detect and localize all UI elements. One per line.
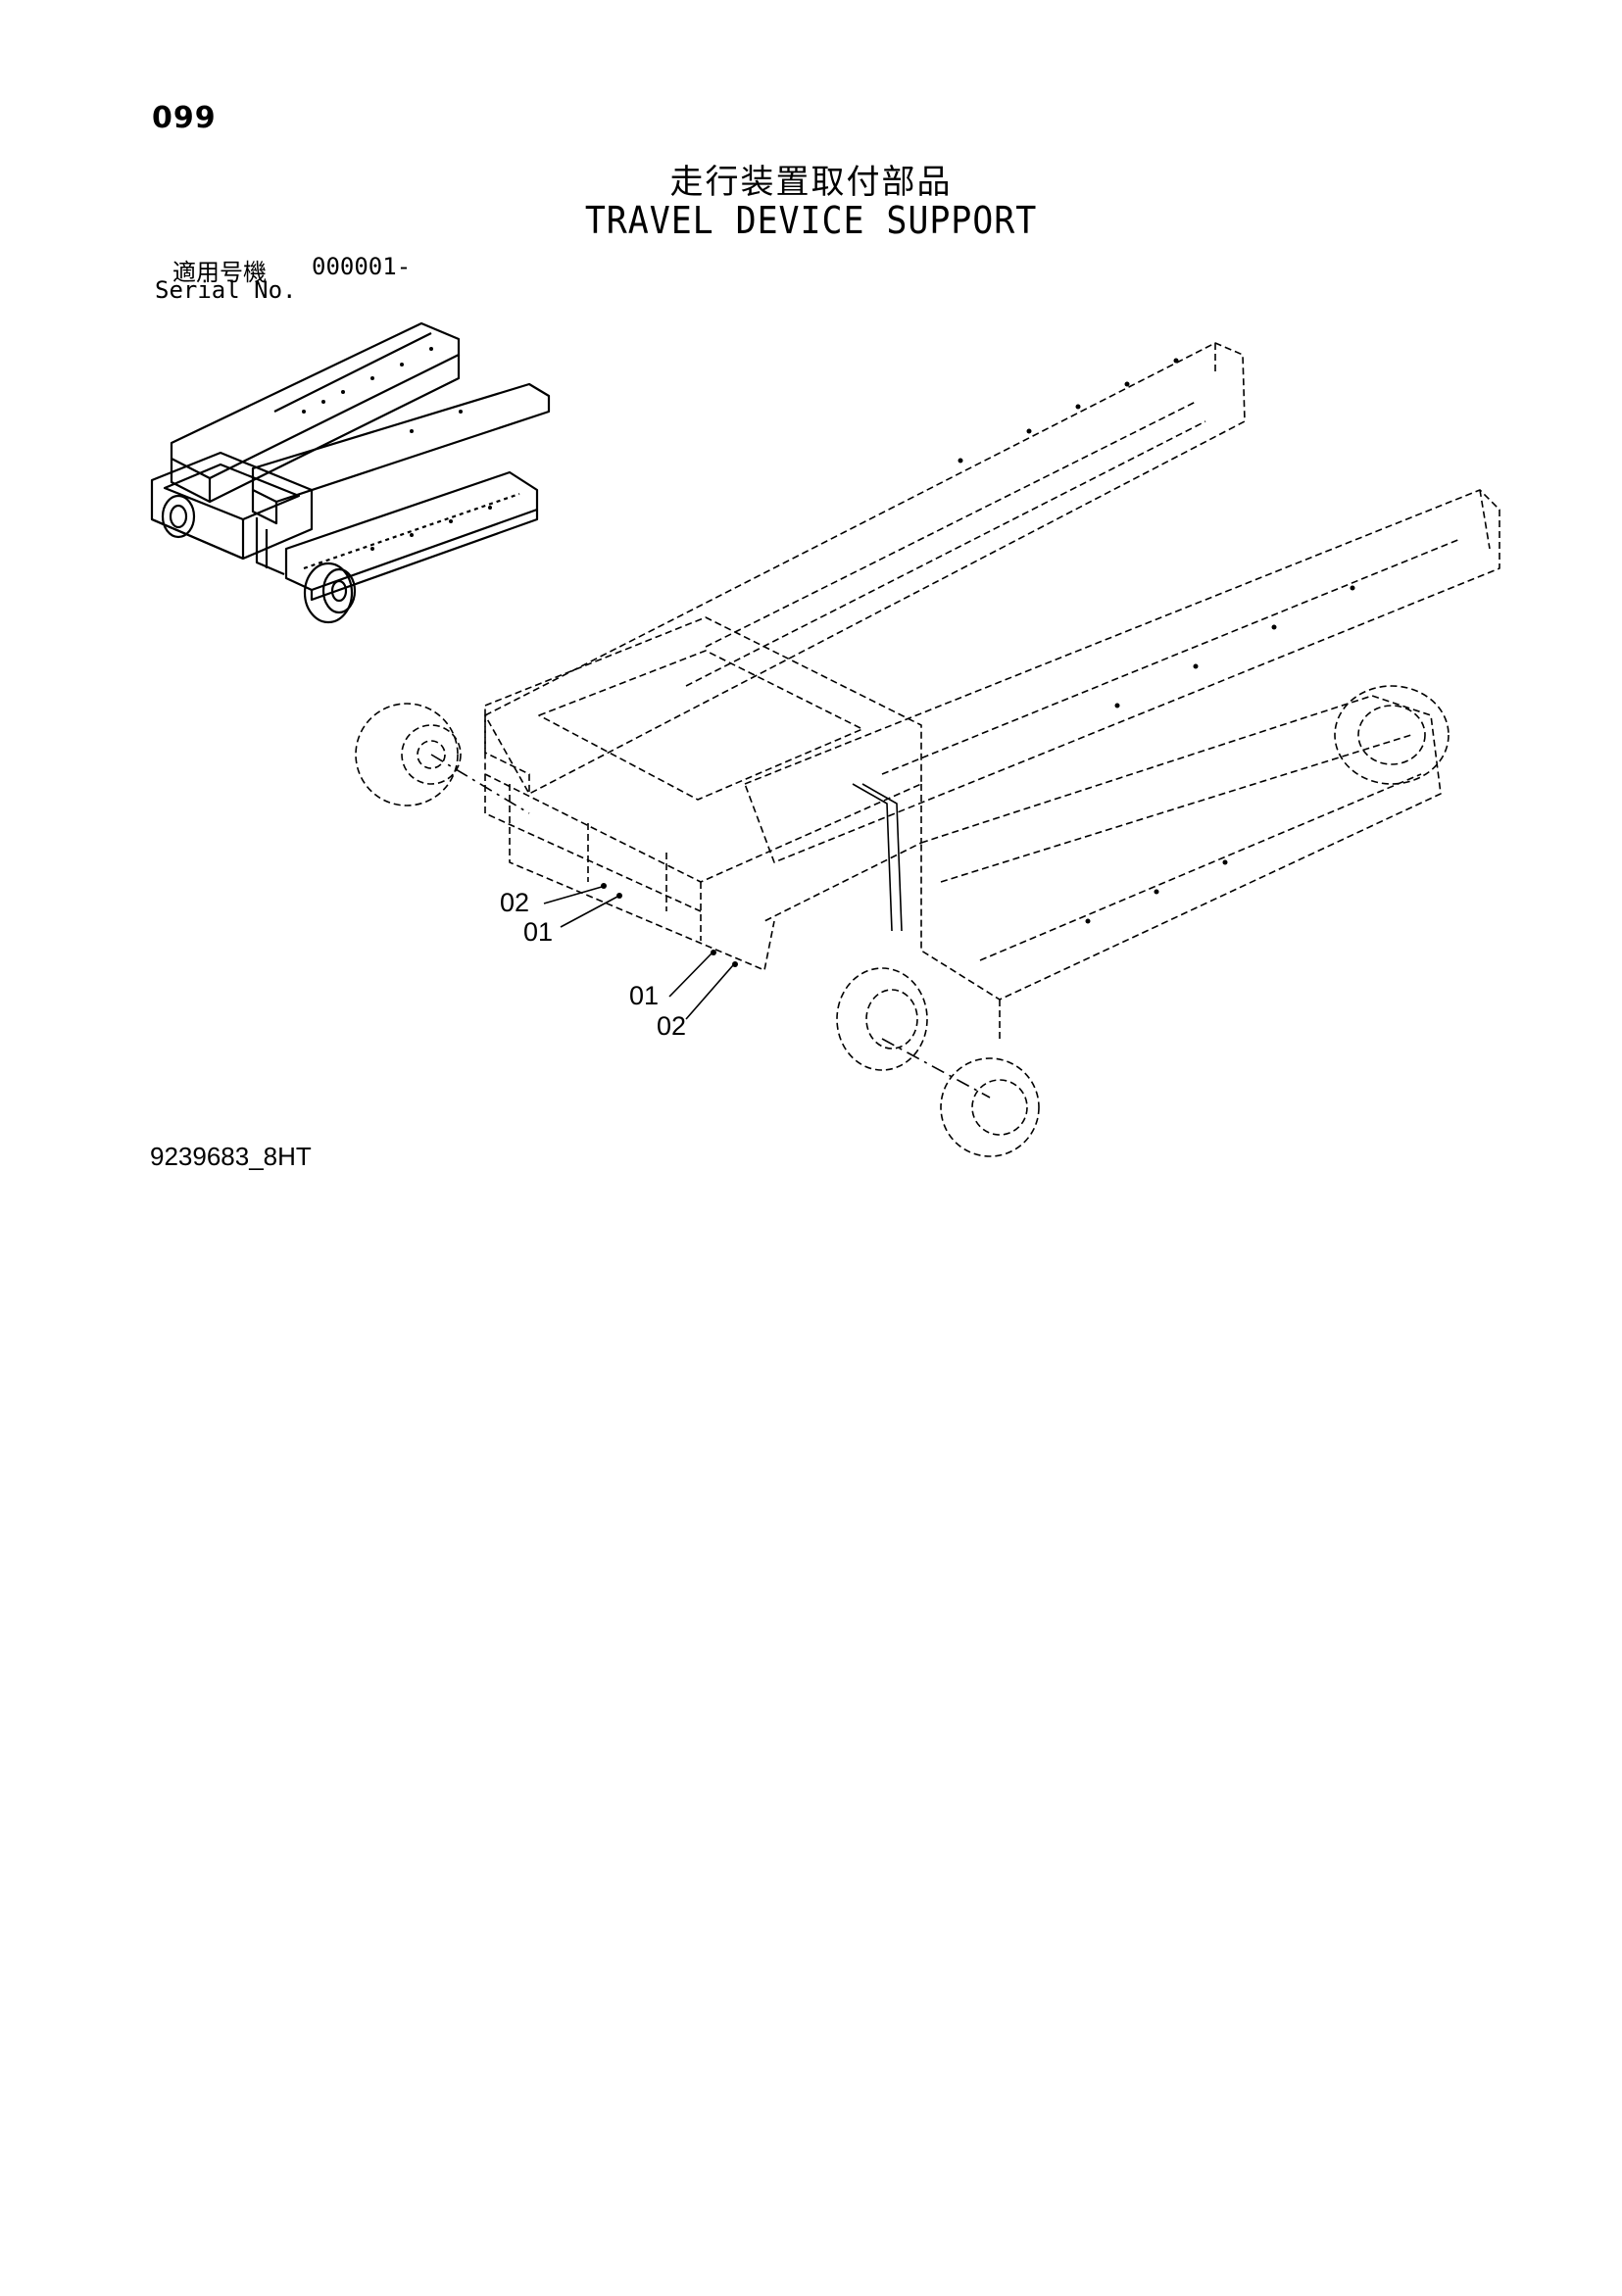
callout-leaders (543, 886, 734, 1020)
main-exploded-view (355, 342, 1500, 1157)
callout-right-01: 01 (629, 981, 659, 1010)
title-english: TRAVEL DEVICE SUPPORT (584, 199, 1038, 242)
page-number: 099 (152, 101, 217, 135)
title-japanese: 走行装置取付部品 (669, 163, 953, 202)
parts-diagram: 02 01 01 02 (150, 321, 1500, 1157)
serial-label-english: Serial No. (155, 276, 297, 304)
callout-left-02: 02 (500, 888, 529, 917)
serial-label-japanese: 適用号機 (172, 259, 267, 286)
serial-range: 000001- (312, 253, 412, 280)
bolt-markers (601, 883, 738, 967)
callout-left-01: 01 (523, 917, 553, 947)
callout-right-02: 02 (657, 1011, 686, 1041)
thumbnail-overview (150, 321, 551, 624)
drawing-number: 9239683_8HT (150, 1142, 312, 1171)
